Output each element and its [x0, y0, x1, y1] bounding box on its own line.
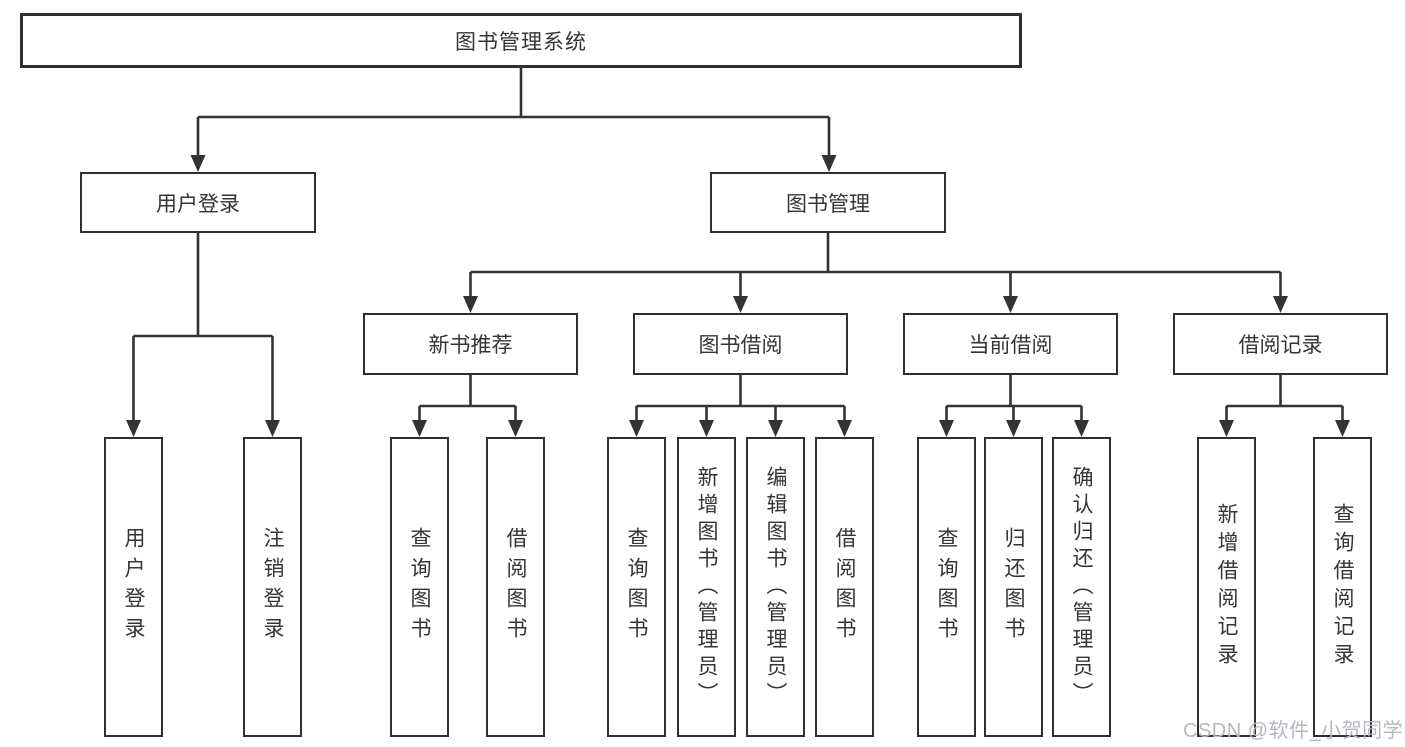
leaf-current-return-books: 归还图书 [984, 437, 1043, 737]
node-label: 确认归还（管理员） [1070, 465, 1093, 709]
leaf-logout: 注销登录 [243, 437, 302, 737]
leaf-borrow-add-books-admin: 新增图书（管理员） [677, 437, 736, 737]
leaf-borrow-edit-books-admin: 编辑图书（管理员） [746, 437, 805, 737]
node-label: 新书推荐 [428, 334, 513, 357]
node-label: 用户登录 [122, 527, 145, 647]
node-label: 归还图书 [1002, 527, 1025, 647]
node-label: 查询图书 [408, 527, 431, 647]
node-label: 编辑图书（管理员） [764, 465, 787, 709]
arrowheads [126, 155, 1350, 437]
node-new-book-recommend: 新书推荐 [363, 313, 578, 375]
node-user-login: 用户登录 [80, 172, 316, 233]
csdn-watermark: CSDN @软件_小贺同学 [1183, 720, 1404, 742]
node-label: 图书管理系统 [455, 30, 587, 54]
node-label: 查询图书 [625, 527, 648, 647]
node-label: 新增借阅记录 [1215, 503, 1238, 671]
node-book-borrowing: 图书借阅 [633, 313, 848, 375]
node-label: 当前借阅 [968, 334, 1053, 357]
node-book-management: 图书管理 [710, 172, 946, 233]
node-root-library-management-system: 图书管理系统 [20, 13, 1022, 68]
node-label: 注销登录 [261, 527, 284, 647]
leaf-current-query-books: 查询图书 [917, 437, 976, 737]
node-label: 查询图书 [935, 527, 958, 647]
leaf-current-confirm-return-admin: 确认归还（管理员） [1052, 437, 1111, 737]
leaf-user-login: 用户登录 [104, 437, 163, 737]
node-current-borrowing: 当前借阅 [903, 313, 1118, 375]
leaf-records-query-record: 查询借阅记录 [1313, 437, 1372, 737]
node-label: 图书管理 [786, 192, 870, 216]
leaf-newbook-query-books: 查询图书 [390, 437, 449, 737]
node-label: 图书借阅 [698, 334, 783, 357]
leaf-records-add-record: 新增借阅记录 [1197, 437, 1256, 737]
node-label: 借阅记录 [1238, 334, 1323, 357]
node-label: 借阅图书 [833, 527, 856, 647]
leaf-borrow-query-books: 查询图书 [607, 437, 666, 737]
node-label: 新增图书（管理员） [695, 465, 718, 709]
leaf-newbook-borrow-books: 借阅图书 [486, 437, 545, 737]
node-label: 查询借阅记录 [1331, 503, 1354, 671]
node-borrowing-records: 借阅记录 [1173, 313, 1388, 375]
node-label: 借阅图书 [504, 527, 527, 647]
leaf-borrow-borrow-books: 借阅图书 [815, 437, 874, 737]
node-label: 用户登录 [156, 192, 240, 216]
